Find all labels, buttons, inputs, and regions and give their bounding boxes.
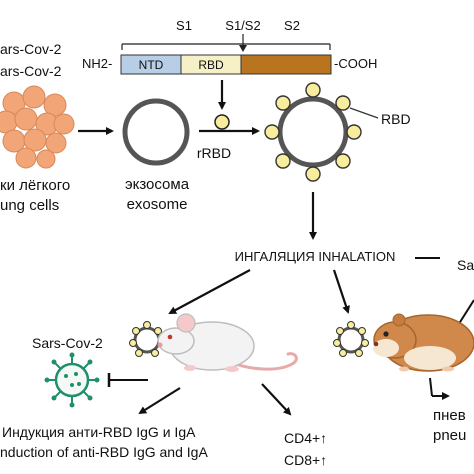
inhalation-label: ИНГАЛЯЦИЯ INHALATION <box>235 249 396 264</box>
pneumonia-label-ru: пнев <box>433 407 466 424</box>
left-label-1: ars-Cov-2 <box>0 41 62 57</box>
exosome-label-en: exosome <box>127 196 188 213</box>
rbd-exosome-icon <box>264 82 362 182</box>
rrbd-bead <box>214 114 230 130</box>
cd8-label: CD8+↑ <box>284 452 327 468</box>
rbd-callout-label: RBD <box>381 111 411 127</box>
cd4-label: CD4+↑ <box>284 430 327 446</box>
nh2-label: NH2- <box>82 56 112 71</box>
hamster-icon <box>373 313 474 372</box>
pneumonia-label-en: pneu <box>433 427 466 444</box>
arrow-to-mouse <box>168 269 251 314</box>
induction-label-en: nduction of anti-RBD IgG and IgA <box>0 444 208 460</box>
lung-cells-label-en: ung cells <box>0 197 59 214</box>
s1-label: S1 <box>176 18 192 33</box>
arrow-to-cd <box>261 383 292 416</box>
s2-domain <box>240 54 332 75</box>
rrbd-label: rRBD <box>197 145 231 161</box>
s2-label: S2 <box>284 18 300 33</box>
rbd-domain-label: RBD <box>198 58 224 72</box>
s1s2-label: S1/S2 <box>225 18 260 33</box>
rbd-callout-line <box>349 107 379 119</box>
arrow-to-hamster <box>332 269 350 314</box>
virus-icon <box>44 352 100 408</box>
exosome-icon <box>122 98 190 166</box>
ntd-label: NTD <box>139 58 164 72</box>
spike-protein-diagram: S1 S1/S2 S2 NH2- NTD RBD -COOH <box>82 18 377 75</box>
sars-left-label: Sars-Cov-2 <box>32 335 103 351</box>
arrow-hamster-down <box>429 377 433 397</box>
left-label-2: ars-Cov-2 <box>0 63 62 79</box>
exosome-label-ru: экзосома <box>125 176 190 193</box>
hamster-exosome-icon <box>333 321 369 357</box>
lung-cells-label-ru: ки лёгкого <box>0 177 70 194</box>
lung-cells-icon <box>0 85 75 169</box>
sars-right-label: Sa <box>457 257 474 273</box>
mouse-icon <box>157 313 298 372</box>
arrow-to-induction <box>138 387 181 415</box>
induction-label-ru: Индукция анти-RBD IgG и IgA <box>2 424 196 440</box>
cooh-label: -COOH <box>334 56 377 71</box>
